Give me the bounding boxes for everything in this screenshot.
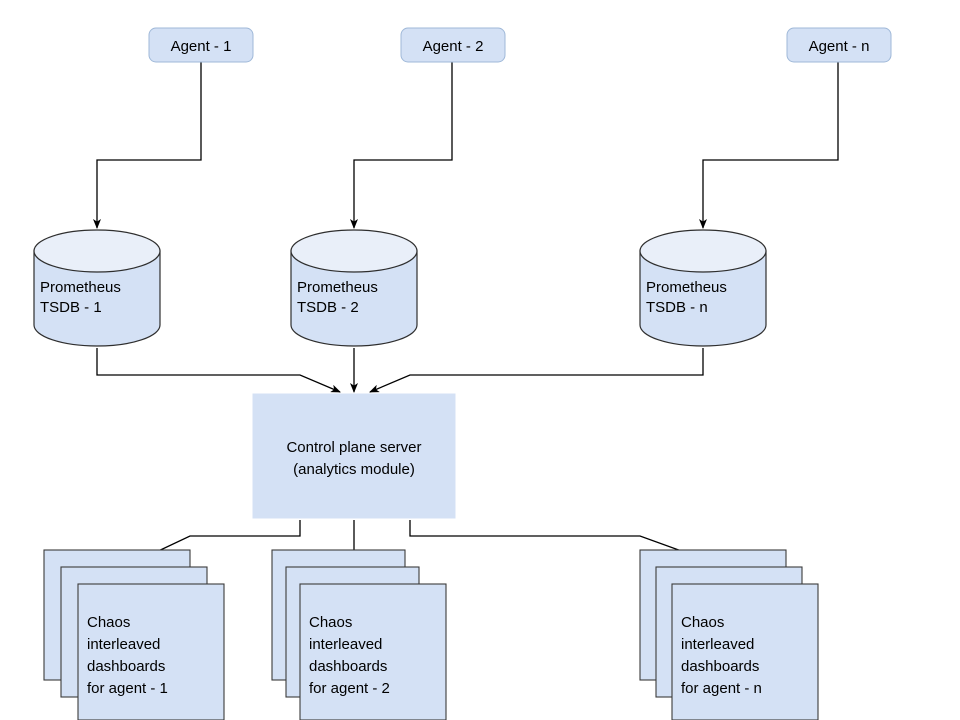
agent-1-label: Agent - 1 [171,38,232,55]
dashboard-stack-1-label-line4: for agent - 1 [87,680,168,697]
database-2-label-line1: Prometheus [297,279,378,296]
agent-2-label: Agent - 2 [423,38,484,55]
database-1-top [33,229,161,273]
database-2-top [290,229,418,273]
database-2-label-line2: TSDB - 2 [297,299,359,316]
database-n-top [639,229,767,273]
dashboard-stack-n[interactable]: Chaos interleaved dashboards for agent -… [639,549,819,720]
connector-control-plane-to-stack1 [134,520,301,563]
agent-node-1[interactable]: Agent - 1 [148,27,254,63]
dashboard-stack-1-label-line2: interleaved [87,636,160,653]
connector-tsdb1-to-control-plane [96,348,341,393]
dashboard-stack-2-label-line3: dashboards [309,658,387,675]
database-n-label-line1: Prometheus [646,279,727,296]
database-1-body[interactable] [33,250,161,347]
control-plane-label-line2: (analytics module) [293,461,415,478]
database-node-n[interactable]: Prometheus TSDB - n [639,229,767,347]
dashboard-stack-2-label-line1: Chaos [309,614,352,631]
database-1-label-line1: Prometheus [40,279,121,296]
dashboard-stack-n-label-line1: Chaos [681,614,724,631]
dashboard-stack-n-label-line4: for agent - n [681,680,762,697]
dashboard-stack-2-label-line2: interleaved [309,636,382,653]
control-plane-node[interactable]: Control plane server (analytics module) [252,393,456,519]
dashboard-stack-2-label-line4: for agent - 2 [309,680,390,697]
database-n-body[interactable] [639,250,767,347]
agent-n-label: Agent - n [809,38,870,55]
dashboard-stack-1[interactable]: Chaos interleaved dashboards for agent -… [43,549,225,720]
database-2-body[interactable] [290,250,418,347]
connector-tsdbn-to-control-plane [369,348,704,393]
connector-agent1-to-tsdb1 [93,62,202,229]
agent-n-shape[interactable] [786,27,892,63]
control-plane-label-line1: Control plane server [286,439,421,456]
agent-1-shape[interactable] [148,27,254,63]
database-node-2[interactable]: Prometheus TSDB - 2 [290,229,418,347]
connector-agent2-to-tsdb2 [350,62,453,229]
agent-2-shape[interactable] [400,27,506,63]
dashboard-stack-n-label-line2: interleaved [681,636,754,653]
dashboard-stack-2-card-front[interactable] [299,583,447,720]
dashboard-stack-1-label-line1: Chaos [87,614,130,631]
dashboard-stack-n-card-front[interactable] [671,583,819,720]
control-plane-shape[interactable] [252,393,456,519]
dashboard-stack-2[interactable]: Chaos interleaved dashboards for agent -… [271,549,447,720]
dashboard-stack-n-label-line3: dashboards [681,658,759,675]
dashboard-stack-1-label-line3: dashboards [87,658,165,675]
agent-node-2[interactable]: Agent - 2 [400,27,506,63]
database-n-label-line2: TSDB - n [646,299,708,316]
dashboard-stack-1-card-front[interactable] [77,583,225,720]
database-1-label-line2: TSDB - 1 [40,299,102,316]
connector-agentn-to-tsdbn [699,62,839,229]
database-node-1[interactable]: Prometheus TSDB - 1 [33,229,161,347]
agent-node-n[interactable]: Agent - n [786,27,892,63]
